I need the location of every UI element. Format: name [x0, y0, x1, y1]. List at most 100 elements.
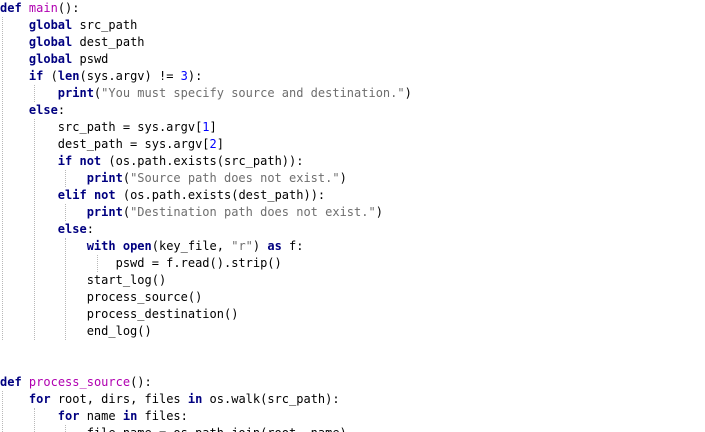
code-token [22, 375, 29, 389]
code-token: src_path = sys.argv[ [0, 120, 203, 134]
indent-guide [34, 85, 35, 102]
code-token [0, 188, 58, 202]
code-line: print("Destination path does not exist."… [0, 204, 383, 221]
code-token: : [57, 103, 66, 117]
code-line: for name in files: [0, 408, 188, 425]
code-token: elif [57, 188, 87, 202]
code-token: ) [404, 86, 412, 100]
code-token: "r" [231, 239, 253, 253]
code-token: ] [209, 120, 217, 134]
code-token [0, 171, 87, 185]
code-line: for root, dirs, files in os.walk(src_pat… [0, 391, 340, 408]
code-token: os.walk(src_path): [202, 392, 340, 406]
code-token [0, 409, 58, 423]
code-token: pswd [72, 52, 109, 66]
code-token: with [86, 239, 116, 253]
indent-guide [65, 238, 66, 340]
code-token: ) [339, 171, 347, 185]
code-token [87, 188, 94, 202]
code-line: dest_path = sys.argv[2] [0, 136, 224, 153]
code-token [0, 154, 58, 168]
code-line: pswd = f.read().strip() [0, 255, 282, 272]
code-token: file_name = os.path.join(root, name) [0, 426, 347, 432]
code-line: end_log() [0, 323, 152, 340]
code-token: process_source() [0, 290, 203, 304]
indent-guide [2, 391, 3, 432]
code-token: pswd = f.read().strip() [0, 256, 282, 270]
code-token: process_source [28, 375, 131, 389]
code-token: start_log() [0, 273, 167, 287]
code-token: in [187, 392, 203, 406]
code-line: global src_path [0, 17, 137, 34]
code-token: (os.path.exists(src_path)): [101, 154, 304, 168]
code-token: "You must specify source and destination… [101, 86, 405, 100]
code-token: global [28, 18, 73, 32]
code-line: print("You must specify source and desti… [0, 85, 412, 102]
code-token: ( [43, 69, 58, 83]
code-token: if [28, 69, 44, 83]
code-line: else: [0, 221, 94, 238]
code-line: process_destination() [0, 306, 239, 323]
code-line: src_path = sys.argv[1] [0, 119, 217, 136]
indent-guide [65, 204, 66, 221]
code-token: files: [137, 409, 188, 423]
code-token: print [57, 86, 94, 100]
code-token: in [122, 409, 138, 423]
code-line: start_log() [0, 272, 166, 289]
indent-guide [97, 255, 98, 272]
code-token [22, 1, 29, 15]
code-token: not [93, 188, 116, 202]
indent-guide [2, 17, 3, 340]
code-token: 1 [202, 120, 210, 134]
code-token: else [28, 103, 58, 117]
code-token: f: [281, 239, 304, 253]
code-token: ): [187, 69, 203, 83]
code-line: process_source() [0, 289, 203, 306]
indent-guide [65, 425, 66, 432]
code-token [0, 205, 87, 219]
indent-guide [34, 119, 35, 340]
code-token [0, 222, 58, 236]
code-token: (sys.argv) != [79, 69, 181, 83]
indent-guide [65, 170, 66, 187]
code-line: with open(key_file, "r") as f: [0, 238, 304, 255]
code-line: global dest_path [0, 34, 145, 51]
code-token [0, 86, 58, 100]
code-token: print [86, 171, 123, 185]
code-line: elif not (os.path.exists(dest_path)): [0, 187, 325, 204]
code-token: (): [57, 1, 80, 15]
code-token: (): [130, 375, 152, 389]
code-token [0, 18, 29, 32]
code-token [0, 392, 29, 406]
code-token: main [28, 1, 58, 15]
code-token: ] [216, 137, 224, 151]
code-token: ) [375, 205, 383, 219]
code-token: for [28, 392, 51, 406]
code-line: if (len(sys.argv) != 3): [0, 68, 202, 85]
code-token: print [86, 205, 123, 219]
code-token: ) [252, 239, 268, 253]
code-token [0, 103, 29, 117]
code-token: open [122, 239, 152, 253]
code-token: ( [122, 171, 131, 185]
code-line: global pswd [0, 51, 108, 68]
code-token: dest_path [72, 35, 145, 49]
code-line: if not (os.path.exists(src_path)): [0, 153, 304, 170]
code-token: not [79, 154, 102, 168]
code-token: "Source path does not exist." [130, 171, 340, 185]
code-token: root, dirs, files [50, 392, 188, 406]
code-line: else: [0, 102, 65, 119]
code-token: process_destination() [0, 307, 239, 321]
code-line: print("Source path does not exist.") [0, 170, 347, 187]
code-line: def process_source(): [0, 374, 152, 391]
code-token: (key_file, [151, 239, 232, 253]
indent-guide [34, 408, 35, 432]
code-token: len [57, 69, 80, 83]
code-token [0, 69, 29, 83]
code-token: ( [93, 86, 102, 100]
code-token: dest_path = sys.argv[ [0, 137, 210, 151]
code-token [116, 239, 123, 253]
code-token [0, 52, 29, 66]
code-token: def [0, 375, 22, 389]
